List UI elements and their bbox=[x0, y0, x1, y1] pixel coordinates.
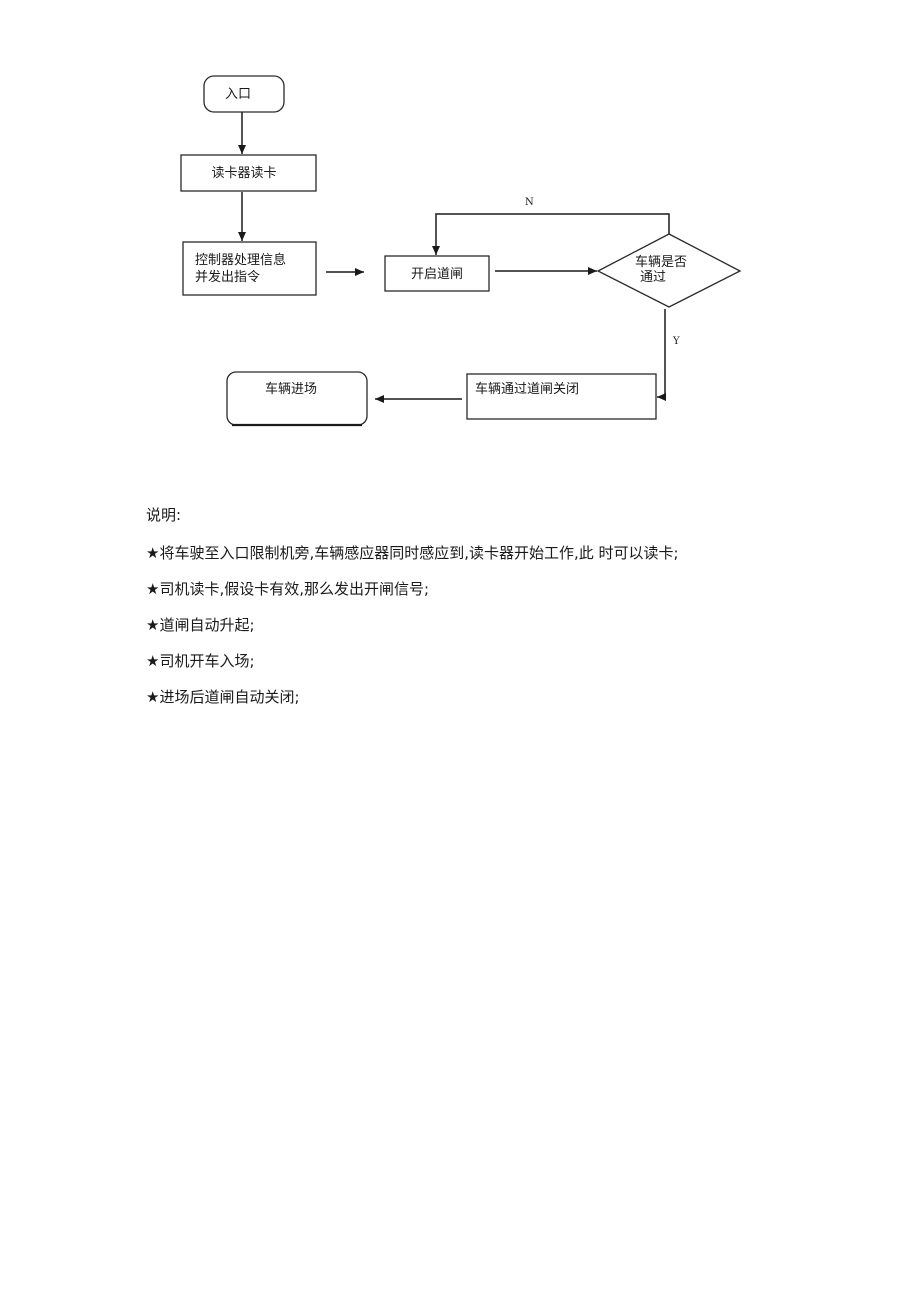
node-decision-label-line2: 通过 bbox=[640, 270, 666, 285]
node-gate-close-label: 车辆通过道闸关闭 bbox=[475, 381, 579, 397]
notes-item: ★司机开车入场; bbox=[146, 652, 255, 670]
node-open-gate-label: 开启道闸 bbox=[411, 267, 463, 282]
edge-decision-no-loop: N bbox=[432, 197, 670, 255]
node-controller: 控制器处理信息 并发出指令 bbox=[182, 241, 317, 296]
parking-entry-flowchart: 入口 读卡器读卡 控制器处理信息 并发出指令 开启道闸 车辆是否 通过 车辆通过… bbox=[180, 75, 742, 427]
node-open-gate: 开启道闸 bbox=[384, 255, 490, 292]
notes-item: ★道闸自动升起; bbox=[146, 616, 255, 634]
node-read-card-label: 读卡器读卡 bbox=[211, 166, 276, 181]
node-gate-close: 车辆通过道闸关闭 bbox=[466, 373, 657, 420]
edge-decision-yes: Y bbox=[657, 309, 680, 401]
node-controller-label-line1: 控制器处理信息 bbox=[195, 252, 286, 268]
edge-label-yes: Y bbox=[672, 336, 680, 347]
node-entrance-label: 入口 bbox=[225, 87, 251, 102]
node-decision: 车辆是否 通过 bbox=[596, 233, 742, 308]
notes-heading: 说明: bbox=[146, 506, 182, 524]
notes-item: ★司机读卡,假设卡有效,那么发出开闸信号; bbox=[146, 580, 430, 598]
node-decision-label-line1: 车辆是否 bbox=[635, 254, 687, 270]
notes-item: ★进场后道闸自动关闭; bbox=[146, 688, 300, 706]
node-entrance: 入口 bbox=[203, 75, 285, 113]
node-vehicle-enter-label: 车辆进场 bbox=[265, 381, 317, 397]
edge-label-no: N bbox=[525, 197, 534, 208]
node-controller-label-line2: 并发出指令 bbox=[195, 269, 260, 285]
node-read-card: 读卡器读卡 bbox=[180, 154, 317, 192]
notes-section: 说明: ★将车驶至入口限制机旁,车辆感应器同时感应到,读卡器开始工作,此 时可以… bbox=[146, 504, 886, 722]
notes-item: ★将车驶至入口限制机旁,车辆感应器同时感应到,读卡器开始工作,此 时可以读卡; bbox=[146, 544, 679, 562]
node-vehicle-enter: 车辆进场 bbox=[226, 371, 368, 427]
